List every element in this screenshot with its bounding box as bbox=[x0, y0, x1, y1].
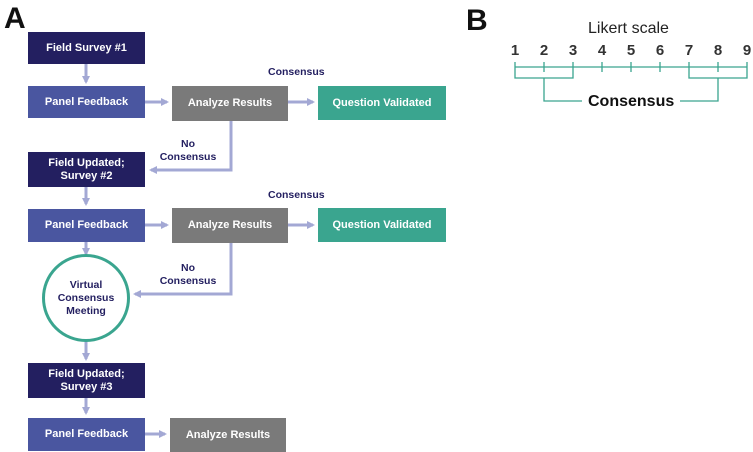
panel-feedback-2-label: Panel Feedback bbox=[44, 219, 129, 231]
no-consensus-1-line1: No bbox=[181, 138, 195, 150]
consensus-label-1: Consensus bbox=[268, 66, 325, 78]
analyze-results-3-label: Analyze Results bbox=[185, 428, 271, 441]
analyze-results-1-box: Analyze Results bbox=[172, 86, 288, 121]
field-updated-3-line1: Field Updated; bbox=[48, 367, 125, 380]
question-validated-1-box: Question Validated bbox=[318, 86, 446, 120]
meeting-line1: Virtual bbox=[69, 278, 103, 291]
likert-consensus-label: Consensus bbox=[588, 93, 675, 110]
analyze-results-3-box: Analyze Results bbox=[170, 418, 286, 452]
analyze-results-1-label: Analyze Results bbox=[187, 97, 273, 109]
field-updated-3-line2: Survey #3 bbox=[60, 380, 113, 393]
field-updated-2-line1: Field Updated; bbox=[48, 156, 125, 169]
meeting-line2: Consensus bbox=[57, 291, 115, 304]
field-updated-survey-2-box: Field Updated; Survey #2 bbox=[28, 152, 145, 187]
likert-num-2: 2 bbox=[539, 42, 549, 59]
likert-num-8: 8 bbox=[713, 42, 723, 59]
bracket-left-group bbox=[514, 72, 574, 79]
panel-feedback-1-label: Panel Feedback bbox=[44, 95, 129, 108]
field-survey-1-label: Field Survey #1 bbox=[46, 41, 127, 54]
likert-num-5: 5 bbox=[626, 42, 636, 59]
likert-num-9: 9 bbox=[742, 42, 752, 59]
question-validated-2-box: Question Validated bbox=[318, 208, 446, 242]
panel-feedback-3-label: Panel Feedback bbox=[44, 428, 129, 440]
likert-num-6: 6 bbox=[655, 42, 665, 59]
question-validated-1-label: Question Validated bbox=[332, 96, 432, 109]
arrow-no-consensus-1 bbox=[149, 121, 233, 174]
bracket-right-to-consensus bbox=[680, 78, 719, 102]
question-validated-2-label: Question Validated bbox=[332, 218, 432, 231]
panel-feedback-1-box: Panel Feedback bbox=[28, 86, 145, 118]
panel-feedback-3-box: Panel Feedback bbox=[28, 418, 145, 451]
analyze-results-2-box: Analyze Results bbox=[172, 208, 288, 243]
arrow-no-consensus-2 bbox=[133, 243, 233, 298]
analyze-results-2-label: Analyze Results bbox=[187, 219, 273, 231]
likert-num-3: 3 bbox=[568, 42, 578, 59]
no-consensus-2-line1: No bbox=[181, 262, 195, 274]
no-consensus-2-line2: Consensus bbox=[159, 275, 217, 287]
likert-scale-title: Likert scale bbox=[588, 20, 669, 37]
panel-feedback-2-box: Panel Feedback bbox=[28, 209, 145, 242]
no-consensus-label-2: No Consensus bbox=[158, 262, 218, 288]
likert-num-4: 4 bbox=[597, 42, 607, 59]
panel-b-letter: B bbox=[466, 4, 488, 37]
field-survey-1-box: Field Survey #1 bbox=[28, 32, 145, 64]
likert-num-7: 7 bbox=[684, 42, 694, 59]
field-updated-survey-3-box: Field Updated; Survey #3 bbox=[28, 363, 145, 398]
field-updated-2-line2: Survey #2 bbox=[60, 169, 113, 182]
bracket-right-group bbox=[688, 72, 748, 79]
panel-a-letter: A bbox=[4, 2, 26, 35]
meeting-line3: Meeting bbox=[66, 304, 106, 317]
no-consensus-label-1: No Consensus bbox=[158, 138, 218, 164]
virtual-consensus-meeting-circle: Virtual Consensus Meeting bbox=[42, 254, 130, 342]
bracket-left-to-consensus bbox=[543, 78, 582, 102]
consensus-label-2: Consensus bbox=[268, 189, 325, 201]
no-consensus-1-line2: Consensus bbox=[159, 151, 217, 163]
likert-num-1: 1 bbox=[510, 42, 520, 59]
